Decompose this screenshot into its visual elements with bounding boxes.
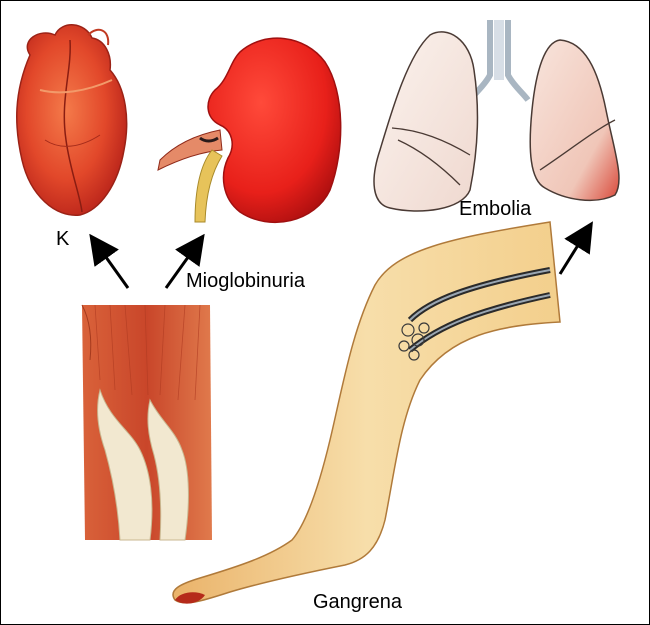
muscle-illustration	[82, 305, 212, 540]
label-gangrene: Gangrena	[313, 591, 402, 614]
label-potassium: K	[56, 228, 69, 251]
arrow-icon	[98, 246, 128, 288]
lungs-illustration	[374, 20, 619, 211]
label-embolism: Embolia	[459, 198, 531, 221]
arrow-icon	[560, 234, 585, 274]
kidney-illustration	[158, 38, 341, 222]
label-myoglobinuria: Mioglobinuria	[186, 270, 305, 293]
heart-illustration	[17, 25, 127, 215]
